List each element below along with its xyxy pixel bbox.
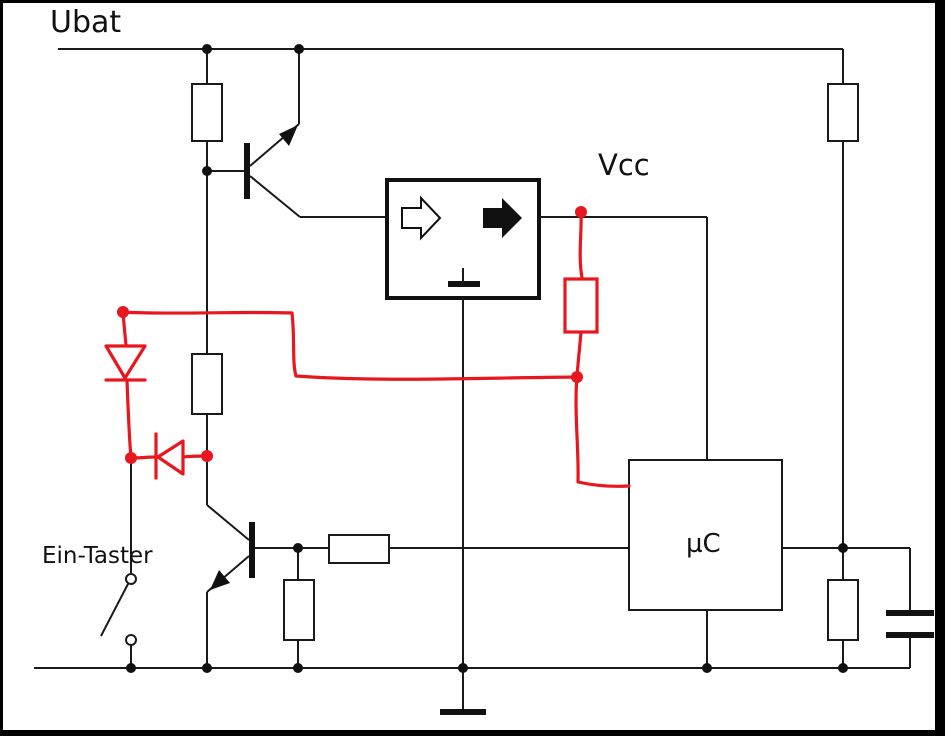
resistor-bottom-right: [827, 579, 859, 641]
resistor-top-right: [827, 83, 859, 142]
switch-contact-top: [125, 573, 137, 585]
drawing-canvas: [3, 3, 935, 730]
junction-dots: [126, 44, 848, 673]
red-modification: [104, 206, 631, 488]
pnp-emitter-arrow: [279, 125, 298, 146]
microcontroller-block: [628, 459, 783, 611]
npn-collector-lead: [206, 504, 250, 541]
base-circuit: [34, 44, 934, 715]
red-junction-dots: [117, 206, 587, 464]
red-wire-top: [121, 310, 579, 381]
npn-emitter-arrow: [210, 570, 230, 590]
red-wire-diode-to-node: [125, 379, 133, 460]
label-ein-taster: Ein-Taster: [42, 543, 153, 569]
resistor-base-pulldown: [283, 579, 315, 641]
resistor-base: [328, 534, 390, 564]
switch-contact-bottom: [125, 634, 137, 646]
red-wire-to-mcu: [574, 375, 631, 488]
regulator-output-arrow: [483, 198, 522, 238]
resistor-mid-left: [191, 353, 223, 415]
label-vcc: Vcc: [598, 148, 650, 182]
pnp-collector-lead: [249, 175, 301, 218]
resistor-top-left: [191, 83, 223, 142]
label-mcu: µC: [686, 529, 721, 559]
red-diode-upper-body: [104, 344, 147, 380]
label-ubat: Ubat: [50, 5, 121, 40]
switch-lever: [100, 583, 129, 637]
red-wire-vcc-resistor: [578, 210, 584, 280]
regulator-input-arrow: [401, 195, 442, 241]
